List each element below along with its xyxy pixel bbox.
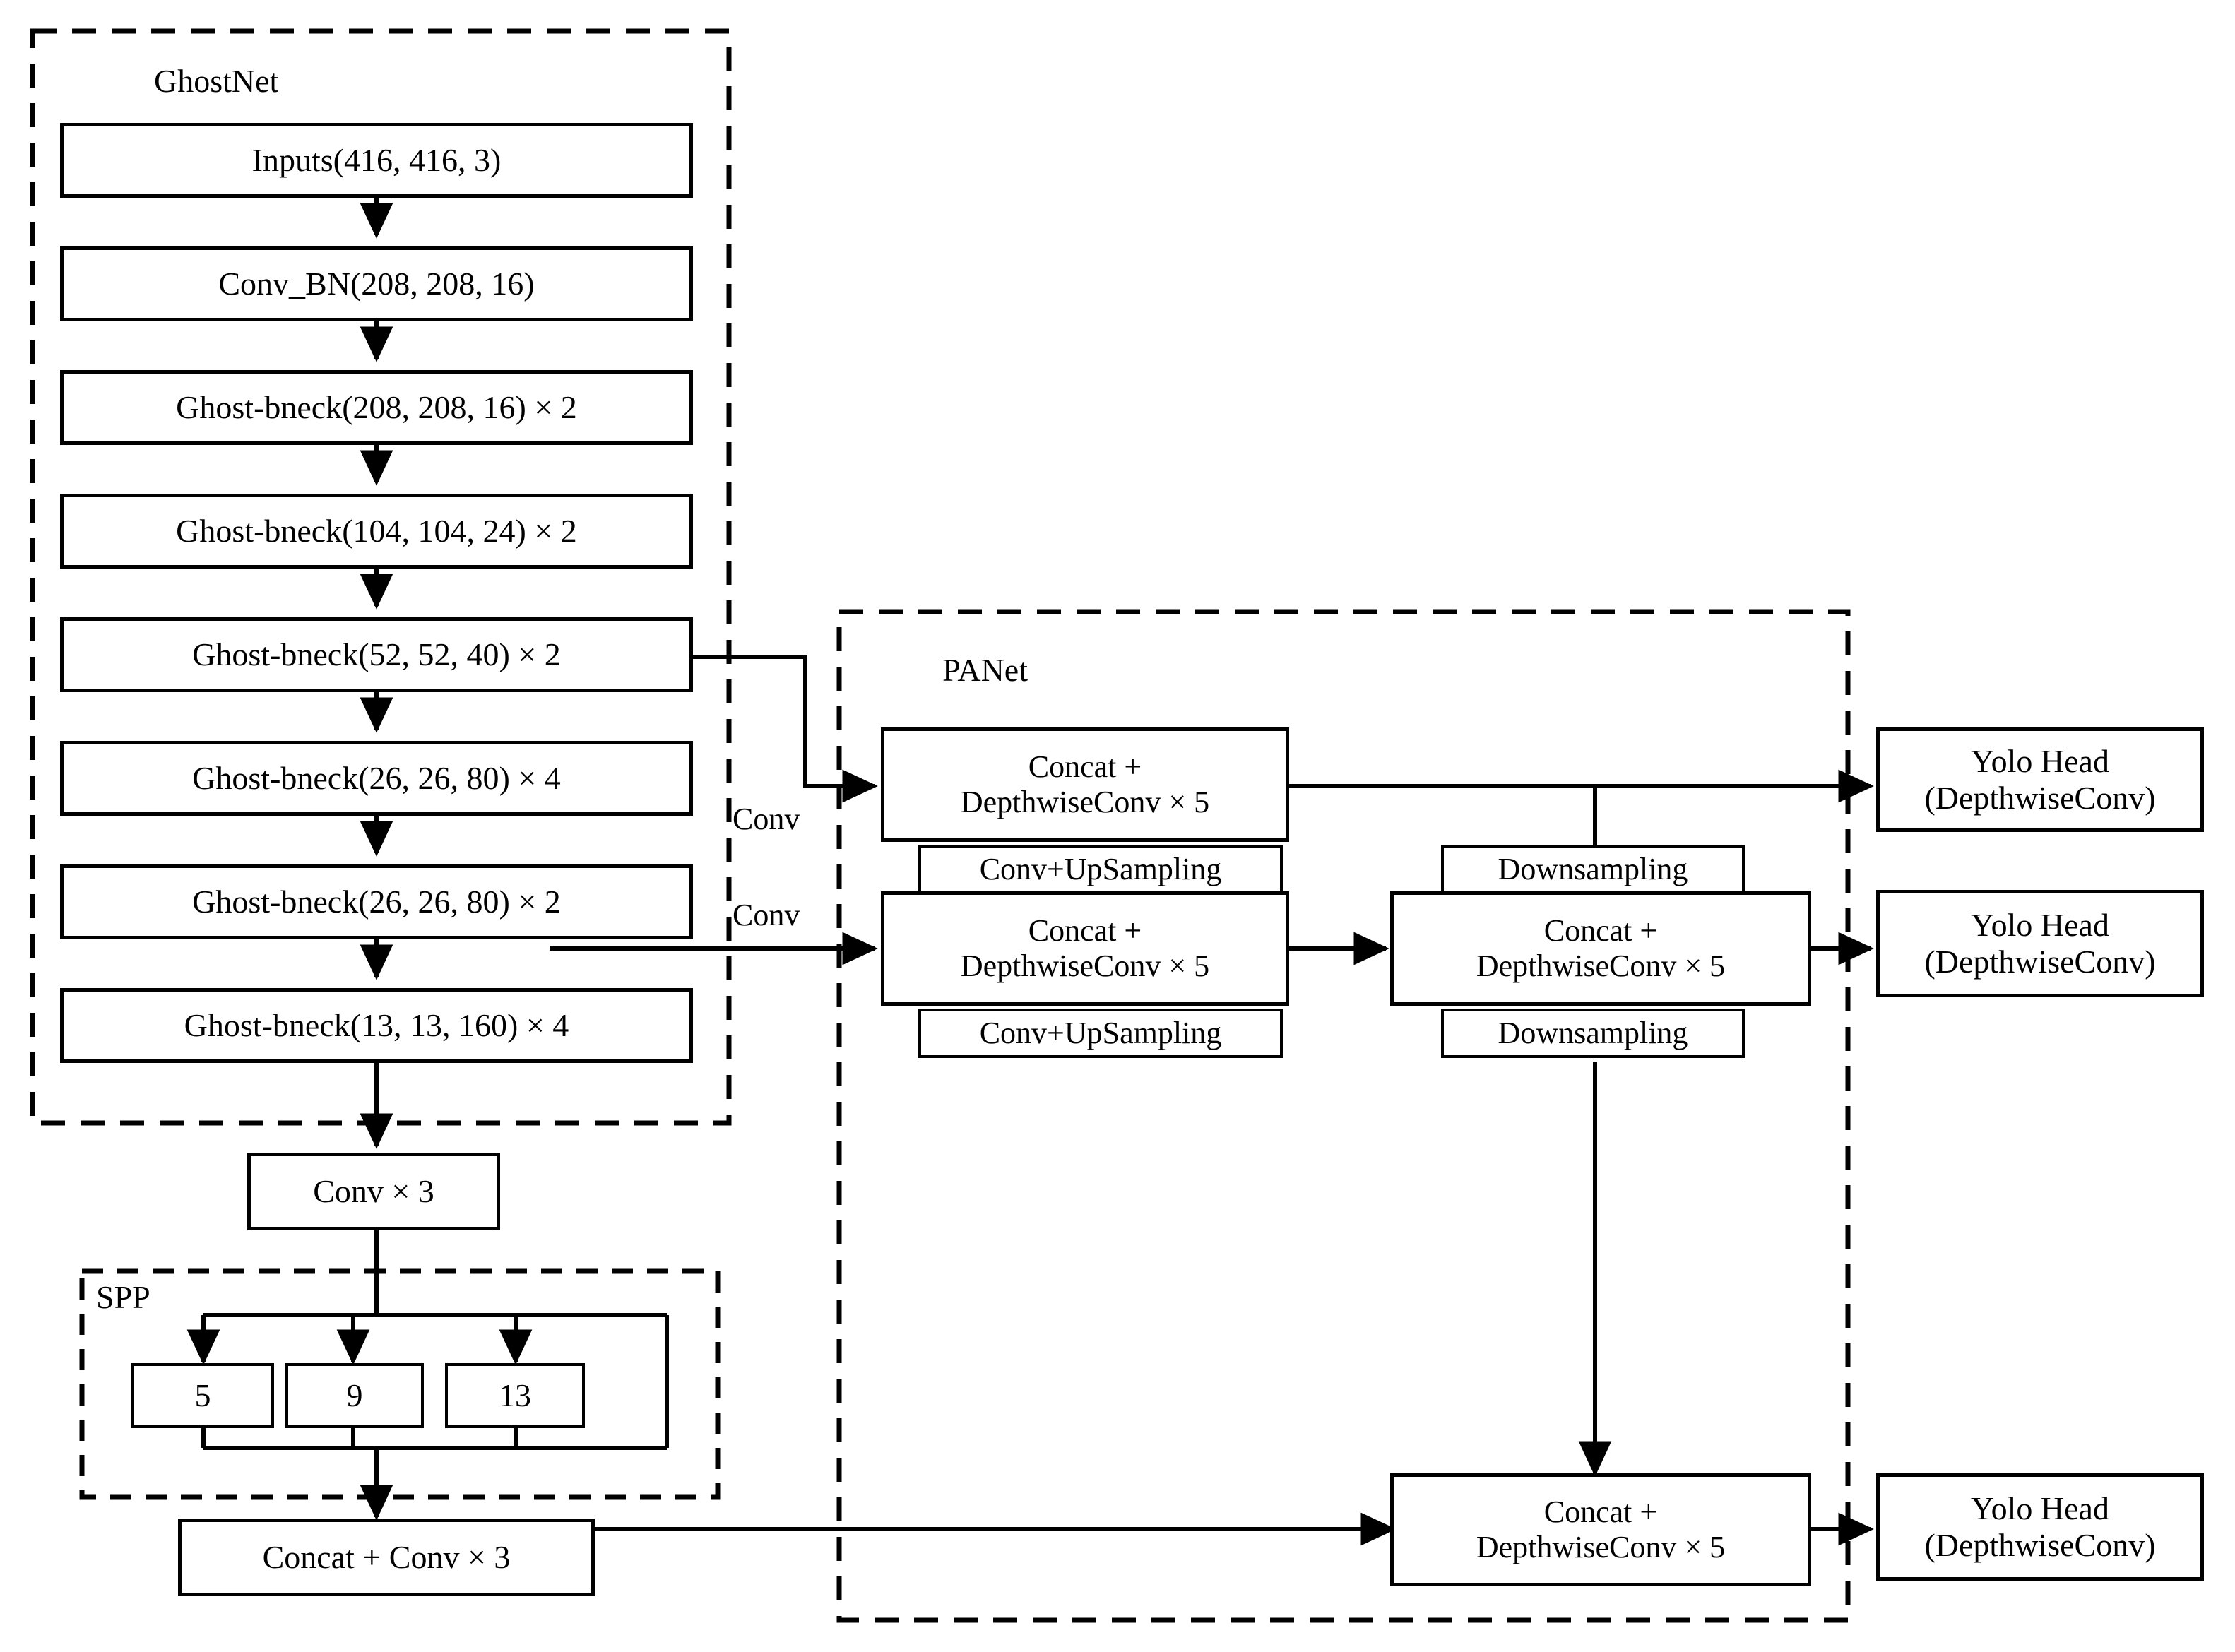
block-conv-upsampling-2[interactable]: Conv+UpSampling xyxy=(918,1009,1283,1058)
yolo-head-3[interactable]: Yolo Head (DepthwiseConv) xyxy=(1876,1473,2204,1581)
spp-pool-9[interactable]: 9 xyxy=(285,1363,424,1428)
spp-group-label: SPP xyxy=(96,1279,150,1315)
block-concat-conv-x3[interactable]: Concat + Conv × 3 xyxy=(178,1519,595,1596)
spp-group-border xyxy=(79,1268,721,1500)
panet-group-border xyxy=(836,609,1851,1623)
edge-label-conv-2: Conv xyxy=(733,898,800,932)
yolo-head-1[interactable]: Yolo Head (DepthwiseConv) xyxy=(1876,727,2204,832)
block-conv-bn[interactable]: Conv_BN(208, 208, 16) xyxy=(60,246,693,321)
block-ghost-bneck-6[interactable]: Ghost-bneck(13, 13, 160) × 4 xyxy=(60,988,693,1063)
block-conv-x3[interactable]: Conv × 3 xyxy=(247,1153,500,1230)
block-conv-upsampling-1[interactable]: Conv+UpSampling xyxy=(918,845,1283,894)
block-downsampling-2[interactable]: Downsampling xyxy=(1441,1009,1745,1058)
spp-pool-5[interactable]: 5 xyxy=(131,1363,274,1428)
block-ghost-bneck-1[interactable]: Ghost-bneck(208, 208, 16) × 2 xyxy=(60,370,693,445)
edge-concatconv-to-bottomconcat xyxy=(590,1512,1397,1564)
block-concat-depthwise-top[interactable]: Concat + DepthwiseConv × 5 xyxy=(881,727,1289,842)
block-downsampling-1[interactable]: Downsampling xyxy=(1441,845,1745,894)
block-ghost-bneck-2[interactable]: Ghost-bneck(104, 104, 24) × 2 xyxy=(60,494,693,569)
panet-group-label: PANet xyxy=(942,652,1028,688)
block-ghost-bneck-4[interactable]: Ghost-bneck(26, 26, 80) × 4 xyxy=(60,741,693,816)
block-ghost-bneck-5[interactable]: Ghost-bneck(26, 26, 80) × 2 xyxy=(60,864,693,939)
edge-label-conv-1: Conv xyxy=(733,802,800,836)
block-concat-depthwise-right[interactable]: Concat + DepthwiseConv × 5 xyxy=(1390,891,1811,1006)
block-concat-depthwise-mid[interactable]: Concat + DepthwiseConv × 5 xyxy=(881,891,1289,1006)
yolo-head-2[interactable]: Yolo Head (DepthwiseConv) xyxy=(1876,890,2204,997)
block-ghost-bneck-3[interactable]: Ghost-bneck(52, 52, 40) × 2 xyxy=(60,617,693,692)
spp-pool-13[interactable]: 13 xyxy=(445,1363,585,1428)
block-concat-depthwise-bottom[interactable]: Concat + DepthwiseConv × 5 xyxy=(1390,1473,1811,1586)
block-inputs[interactable]: Inputs(416, 416, 3) xyxy=(60,123,693,198)
ghostnet-group-label: GhostNet xyxy=(154,63,279,99)
